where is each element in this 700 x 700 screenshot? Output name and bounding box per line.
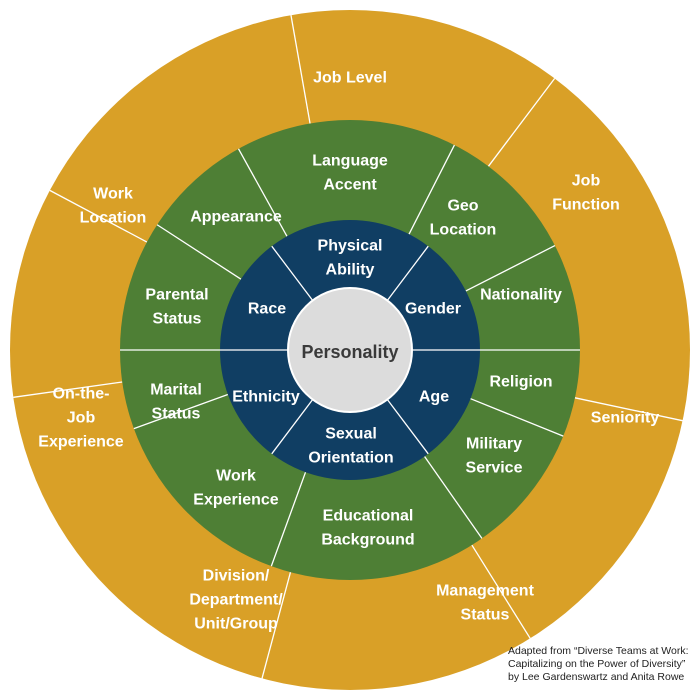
outer-divider-5 <box>261 571 292 679</box>
credit-line-1: Adapted from “Diverse Teams at Work: <box>508 645 689 657</box>
middle-segment-label: Religion <box>489 374 552 391</box>
middle-divider-3 <box>465 245 556 292</box>
middle-segment-label: Appearance <box>190 209 282 226</box>
middle-divider-1 <box>237 148 288 237</box>
core-circle <box>287 287 413 413</box>
inner-divider-1 <box>271 245 314 301</box>
outer-divider-3 <box>574 397 683 422</box>
outer-segment-label: Seniority <box>591 410 660 427</box>
middle-divider-2 <box>408 144 455 235</box>
inner-divider-2 <box>386 245 429 301</box>
outer-divider-2 <box>487 78 556 167</box>
outer-divider-1 <box>290 15 311 124</box>
inner-segment-label: Age <box>419 389 449 406</box>
source-credit: Adapted from “Diverse Teams at Work: Cap… <box>508 645 698 684</box>
outer-divider-4 <box>471 544 531 639</box>
middle-divider-7 <box>270 471 307 567</box>
inner-divider-5 <box>271 399 314 455</box>
middle-segment-label: Nationality <box>480 287 562 304</box>
outer-segment-label: Division/Department/Unit/Group <box>189 568 283 633</box>
credit-line-2: Capitalizing on the Power of Diversity” <box>508 658 686 670</box>
middle-divider-8 <box>133 393 229 430</box>
middle-divider-10 <box>156 224 242 280</box>
inner-segment-label: Gender <box>405 301 461 318</box>
credit-line-3: by Lee Gardenswartz and Anita Rowe <box>508 671 685 683</box>
core-label: Personality <box>301 342 398 362</box>
inner-segment-label: Ethnicity <box>232 389 300 406</box>
outer-divider-6 <box>13 381 123 398</box>
outer-segment-label: Job Level <box>313 70 387 87</box>
outer-divider-7 <box>49 189 148 243</box>
middle-divider-5 <box>470 398 564 437</box>
inner-divider-4 <box>386 399 429 455</box>
middle-divider-6 <box>424 456 483 539</box>
inner-segment-label: Race <box>248 301 286 318</box>
